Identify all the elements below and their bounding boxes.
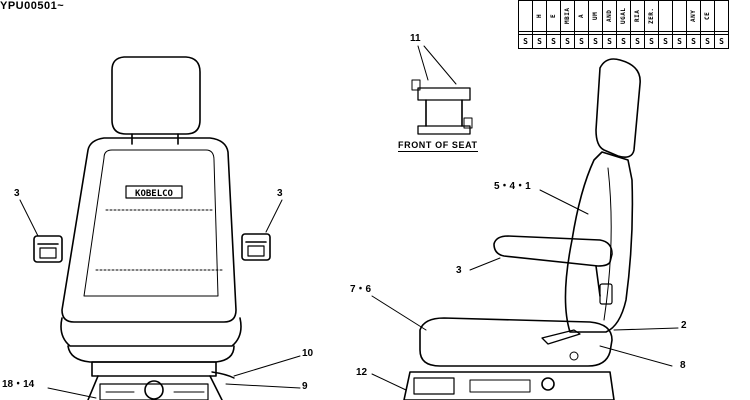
callout-front-10: 10 <box>302 348 314 359</box>
callout-front-left-3: 3 <box>14 188 20 199</box>
front-seat-cushion <box>60 317 242 347</box>
front-headrest <box>111 56 201 135</box>
kobelco-logo-box <box>125 185 183 199</box>
front-backrest <box>61 137 237 323</box>
region-code-table: H E MBIA A UM AND UGAL RIA ZER. ANY CE S… <box>518 0 729 49</box>
side-seat-cushion <box>419 317 613 367</box>
side-armrest <box>493 235 613 267</box>
callout-front-right-3: 3 <box>277 188 283 199</box>
front-backrest-panel <box>83 149 219 297</box>
kobelco-logo: KOBELCO <box>135 189 174 199</box>
callout-front-18-14: 18・14 <box>2 379 35 390</box>
serial-range-label: YPU00501~ <box>0 0 65 12</box>
callout-front-9: 9 <box>302 381 308 392</box>
front-view-seat <box>19 56 301 400</box>
code-flag-cell: S <box>700 34 715 49</box>
callout-side-8: 8 <box>680 360 686 371</box>
callout-side-2: 2 <box>681 320 687 331</box>
callout-detail-11: 11 <box>410 33 421 44</box>
code-table-flag-row: S S S S S S S S S S S S S S S <box>518 34 729 49</box>
front-left-armrest <box>33 235 63 263</box>
code-flag-cell: S <box>714 34 729 49</box>
callout-side-3: 3 <box>456 265 462 276</box>
front-of-seat-detail <box>411 45 473 135</box>
code-table-header-row: H E MBIA A UM AND UGAL RIA ZER. ANY CE <box>518 0 729 32</box>
code-flag-cell: S <box>588 34 603 49</box>
side-backrest <box>564 151 634 333</box>
side-headrest <box>595 58 641 158</box>
front-seat-base <box>91 361 217 377</box>
front-right-armrest <box>241 233 271 261</box>
code-flag-cell: S <box>616 34 631 49</box>
front-of-seat-caption: FRONT OF SEAT <box>398 140 478 152</box>
code-flag-cell: S <box>518 34 533 49</box>
callout-side-7-6: 7・6 <box>350 284 372 295</box>
side-seat-base <box>403 371 615 400</box>
side-view-seat <box>371 58 679 400</box>
callout-side-5-4-1: 5・4・1 <box>494 181 531 192</box>
callout-side-12: 12 <box>356 367 368 378</box>
code-header-cell <box>714 0 729 32</box>
